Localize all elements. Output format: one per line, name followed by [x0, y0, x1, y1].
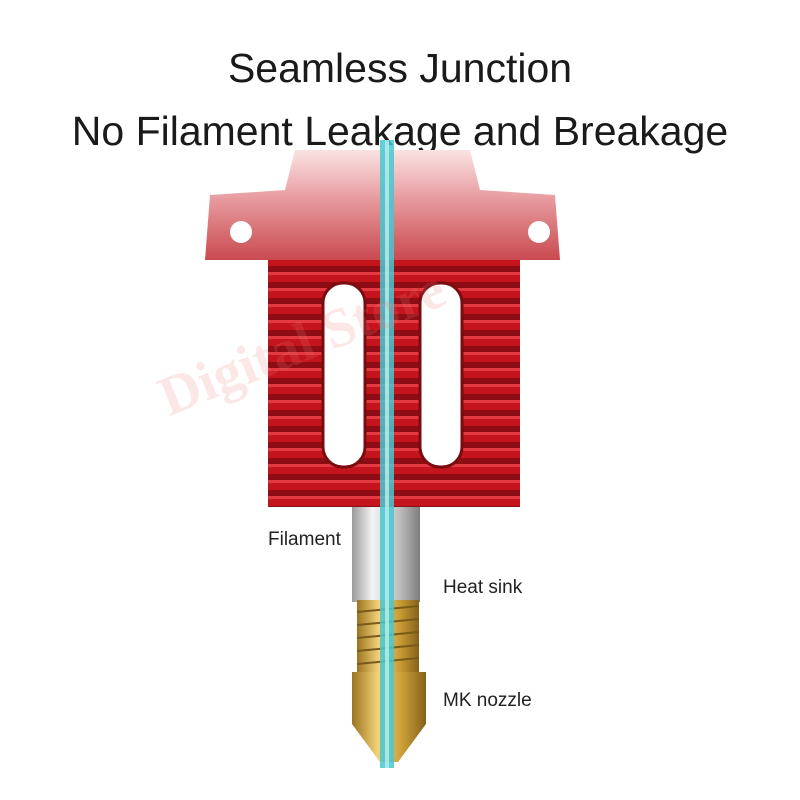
mount-hole-right — [528, 221, 550, 243]
label-nozzle: MK nozzle — [443, 690, 532, 711]
mount-hole-left — [230, 221, 252, 243]
label-filament: Filament — [268, 529, 341, 550]
subheadline: No Filament Leakage and Breakage — [71, 108, 729, 154]
label-heat-sink: Heat sink — [443, 577, 523, 598]
slot-right — [418, 281, 464, 469]
slot-left — [321, 281, 367, 469]
headline: Seamless Junction — [227, 45, 573, 91]
